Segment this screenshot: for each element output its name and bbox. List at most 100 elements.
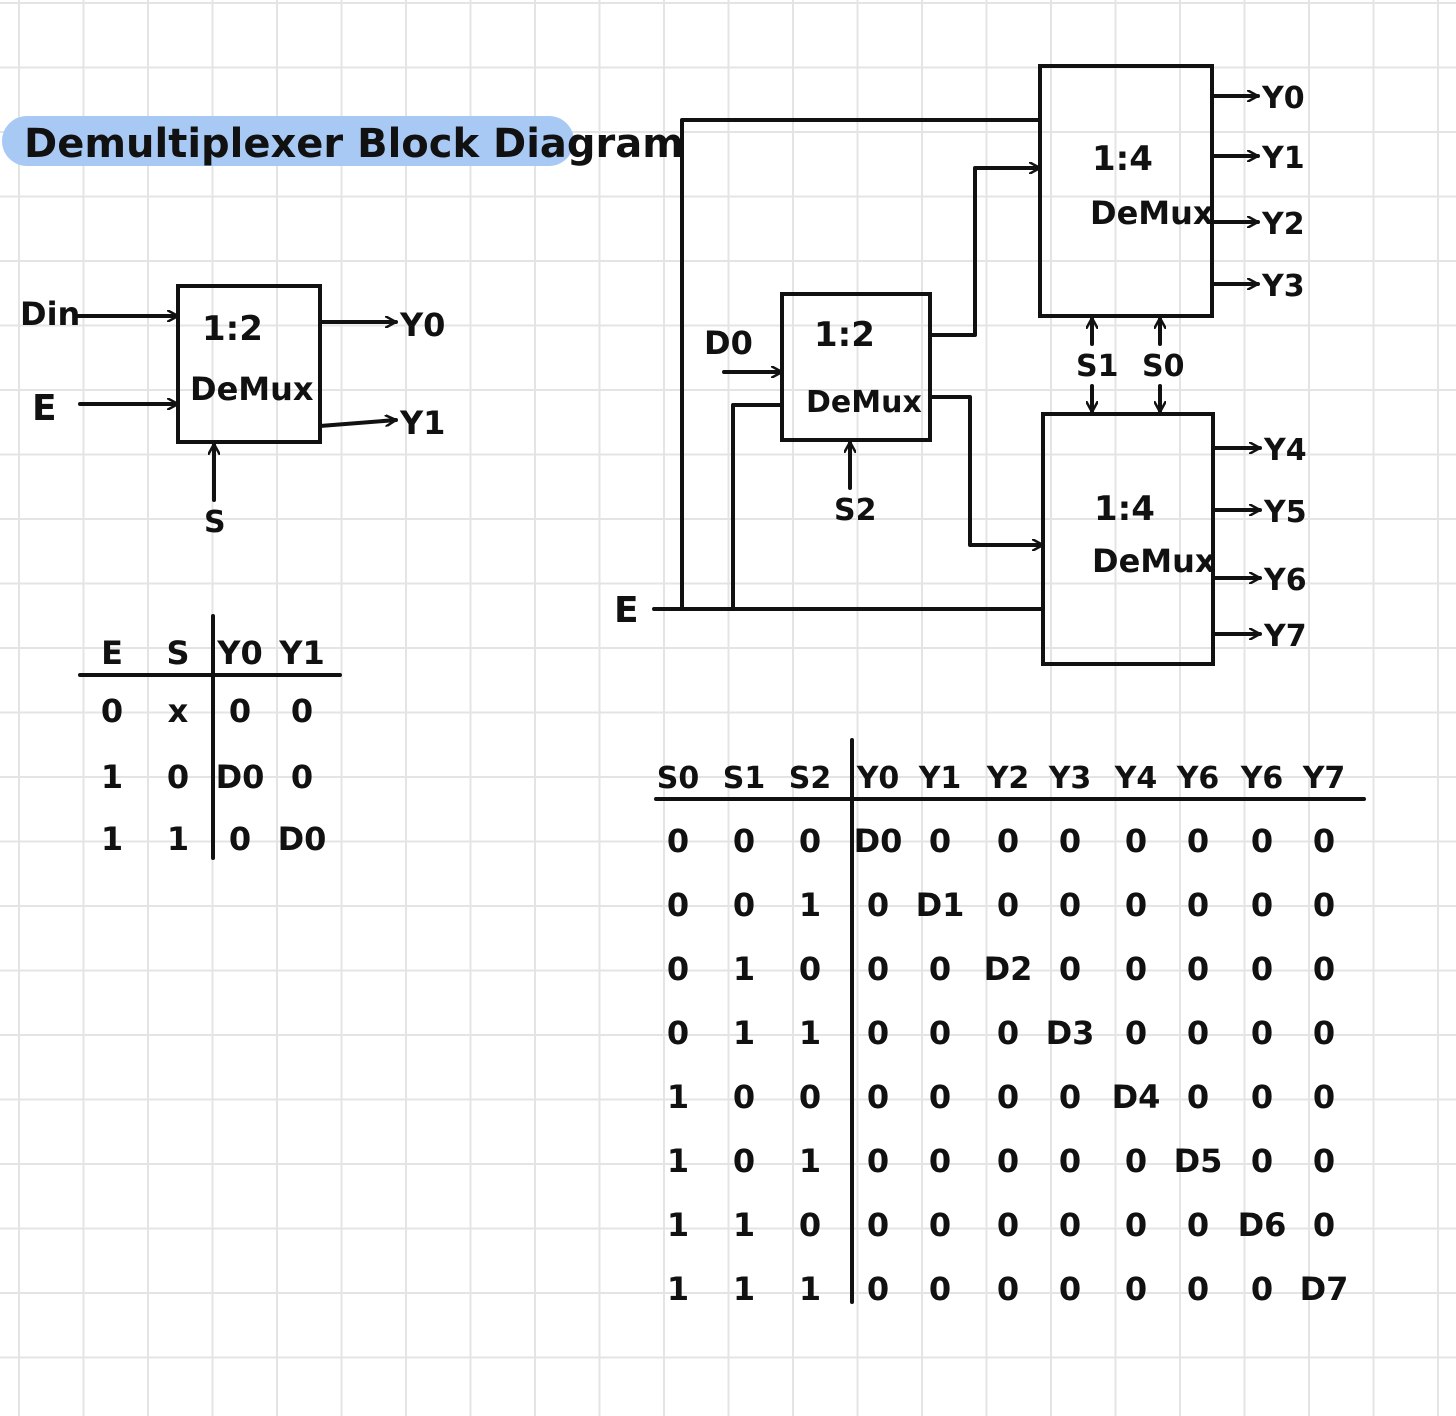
small-y1-label: Y1: [399, 404, 445, 442]
title-highlight: [2, 116, 574, 166]
large-table-cell: 0: [1251, 1014, 1273, 1052]
large-table-cell: D2: [984, 950, 1033, 988]
small-select-label: S: [204, 505, 226, 540]
large-table-header: Y6: [1176, 761, 1220, 796]
large-table-cell: D4: [1112, 1078, 1161, 1116]
large-table-cell: 1: [667, 1270, 689, 1308]
large-table-cell: 1: [799, 1014, 821, 1052]
large-table-cell: 1: [799, 886, 821, 924]
large-table-cell: 0: [1187, 1270, 1209, 1308]
large-table-cell: 0: [1125, 1014, 1147, 1052]
large-table-cell: 0: [929, 1014, 951, 1052]
large-table-cell: 0: [1187, 1078, 1209, 1116]
bottom-output-label: Y6: [1263, 563, 1307, 598]
large-table-cell: 0: [1059, 1206, 1081, 1244]
small-e-label: E: [32, 388, 57, 429]
bottom-output-label: Y5: [1263, 495, 1307, 530]
large-table-cell: 0: [1059, 1270, 1081, 1308]
bottom-14-ratio: 1:4: [1094, 489, 1155, 529]
large-table-cell: 0: [867, 1014, 889, 1052]
small-table-header: E: [101, 634, 123, 672]
top-output-label: Y0: [1261, 81, 1305, 116]
small-table-cell: 1: [101, 820, 123, 858]
large-table-header: Y6: [1240, 761, 1284, 796]
large-table-cell: 0: [1125, 950, 1147, 988]
large-table-cell: D1: [916, 886, 965, 924]
bottom-output-label: Y7: [1263, 619, 1307, 654]
large-table-cell: 0: [799, 1206, 821, 1244]
large-table-cell: 0: [1059, 886, 1081, 924]
small-table-cell: 0: [291, 692, 313, 730]
large-table-header: Y2: [986, 761, 1030, 796]
large-table-cell: 0: [1251, 822, 1273, 860]
large-table-cell: 0: [1251, 1078, 1273, 1116]
small-table-cell: 0: [167, 758, 189, 796]
large-table-cell: 0: [1059, 950, 1081, 988]
large-e-label: E: [614, 590, 639, 631]
large-table-cell: 0: [799, 950, 821, 988]
large-table-cell: 1: [799, 1142, 821, 1180]
large-table-cell: 1: [667, 1142, 689, 1180]
large-table-cell: 0: [867, 950, 889, 988]
small-demux-name: DeMux: [190, 370, 314, 408]
top-14-ratio: 1:4: [1092, 139, 1153, 179]
large-table-cell: 0: [1313, 1078, 1335, 1116]
large-table-header: Y7: [1302, 761, 1346, 796]
small-table-cell: 0: [229, 820, 251, 858]
large-table-cell: 0: [799, 1078, 821, 1116]
small-table-cell: 1: [101, 758, 123, 796]
large-table-cell: 0: [1187, 822, 1209, 860]
large-table-cell: 0: [667, 822, 689, 860]
e-to-12-demux: [731, 403, 784, 611]
large-table-cell: 0: [997, 1142, 1019, 1180]
large-table-header: Y1: [918, 761, 962, 796]
large-table-cell: 0: [1251, 1270, 1273, 1308]
small-y1-wire: [318, 420, 398, 428]
bottom-14-name: DeMux: [1092, 542, 1216, 580]
large-table-header: S0: [657, 761, 699, 796]
large-12-name: DeMux: [806, 385, 922, 420]
small-table-cell: 0: [291, 758, 313, 796]
small-table-cell: D0: [278, 820, 327, 858]
large-table-cell: 0: [929, 1078, 951, 1116]
large-table-cell: 0: [997, 1270, 1019, 1308]
small-y0-label: Y0: [399, 306, 445, 344]
large-table-header: Y3: [1048, 761, 1092, 796]
small-table-cell: 0: [101, 692, 123, 730]
large-demux-diagram: 1:2 DeMux 1:4 DeMux 1:4 DeMux D0 E S2 S1…: [614, 64, 1307, 666]
s0-label: S0: [1142, 349, 1184, 384]
large-table-header: S2: [789, 761, 831, 796]
large-table-cell: 0: [1187, 886, 1209, 924]
large-table-cell: 0: [1313, 1206, 1335, 1244]
large-table-cell: 0: [1187, 1206, 1209, 1244]
top-14-demux-box: [1038, 64, 1214, 318]
large-table-cell: 1: [733, 1206, 755, 1244]
large-table-cell: 0: [867, 1270, 889, 1308]
large-table-cell: 0: [929, 1206, 951, 1244]
large-table-cell: 0: [867, 1078, 889, 1116]
top-14-name: DeMux: [1090, 194, 1214, 232]
large-table-cell: 0: [667, 1014, 689, 1052]
large-table-cell: 0: [733, 886, 755, 924]
large-12-ratio: 1:2: [814, 315, 875, 355]
large-table-cell: 0: [1313, 1014, 1335, 1052]
top-output-label: Y1: [1261, 141, 1305, 176]
wire-12-to-top: [928, 168, 1042, 337]
large-table-cell: 0: [929, 822, 951, 860]
e-to-top-demux: [680, 118, 1042, 611]
large-table-cell: 0: [667, 886, 689, 924]
large-table-cell: 0: [1313, 886, 1335, 924]
large-table-cell: 0: [1187, 1014, 1209, 1052]
small-table-header: Y0: [216, 634, 262, 672]
din-label: Din: [20, 295, 80, 333]
small-table-header: Y1: [278, 634, 324, 672]
large-table-cell: 0: [733, 1142, 755, 1180]
large-table-cell: 0: [929, 1142, 951, 1180]
large-table-cell: 1: [667, 1078, 689, 1116]
large-table-cell: 0: [1313, 822, 1335, 860]
